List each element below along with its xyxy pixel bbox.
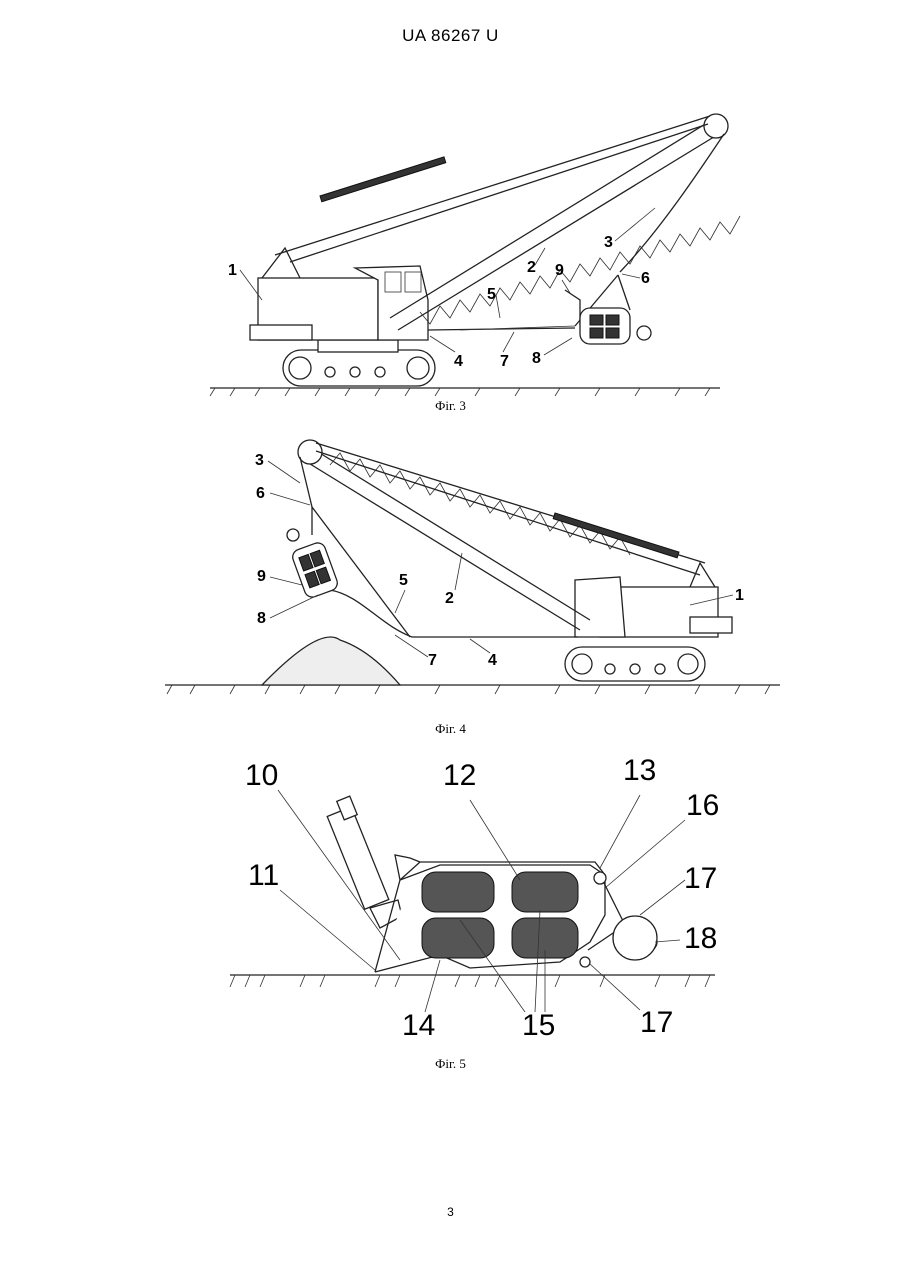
svg-text:3: 3 — [255, 452, 264, 469]
svg-text:9: 9 — [555, 262, 564, 279]
page-number: 3 — [0, 1205, 901, 1219]
svg-text:4: 4 — [488, 652, 497, 669]
svg-text:17: 17 — [684, 862, 717, 895]
svg-text:2: 2 — [445, 590, 454, 607]
figure-4-caption: Фіг. 4 — [0, 721, 901, 737]
figure-3-drawing: 1 2 3 4 5 6 7 8 9 — [0, 0, 901, 420]
svg-text:1: 1 — [228, 262, 237, 279]
svg-text:6: 6 — [256, 485, 265, 502]
figure-3-caption: Фіг. 3 — [0, 398, 901, 414]
svg-text:5: 5 — [399, 572, 408, 589]
svg-text:6: 6 — [641, 270, 650, 287]
figure-5-caption: Фіг. 5 — [0, 1056, 901, 1072]
svg-text:18: 18 — [684, 922, 717, 955]
svg-text:7: 7 — [428, 652, 437, 669]
svg-text:4: 4 — [454, 353, 463, 370]
figure-4-drawing: 1 2 3 4 5 6 7 8 9 — [0, 425, 901, 725]
svg-text:8: 8 — [532, 350, 541, 367]
svg-text:10: 10 — [245, 759, 278, 792]
svg-text:5: 5 — [487, 286, 496, 303]
svg-text:17: 17 — [640, 1006, 673, 1039]
svg-text:9: 9 — [257, 568, 266, 585]
svg-text:8: 8 — [257, 610, 266, 627]
svg-text:2: 2 — [527, 259, 536, 276]
svg-text:16: 16 — [686, 789, 719, 822]
svg-text:1: 1 — [735, 587, 744, 604]
figure-5-drawing: 10 11 12 13 14 15 16 17 17 18 — [0, 750, 901, 1050]
svg-text:14: 14 — [402, 1009, 435, 1042]
svg-text:3: 3 — [604, 234, 613, 251]
svg-text:11: 11 — [248, 859, 279, 892]
svg-text:15: 15 — [522, 1009, 555, 1042]
svg-text:7: 7 — [500, 353, 509, 370]
svg-text:13: 13 — [623, 754, 656, 787]
svg-text:12: 12 — [443, 759, 476, 792]
